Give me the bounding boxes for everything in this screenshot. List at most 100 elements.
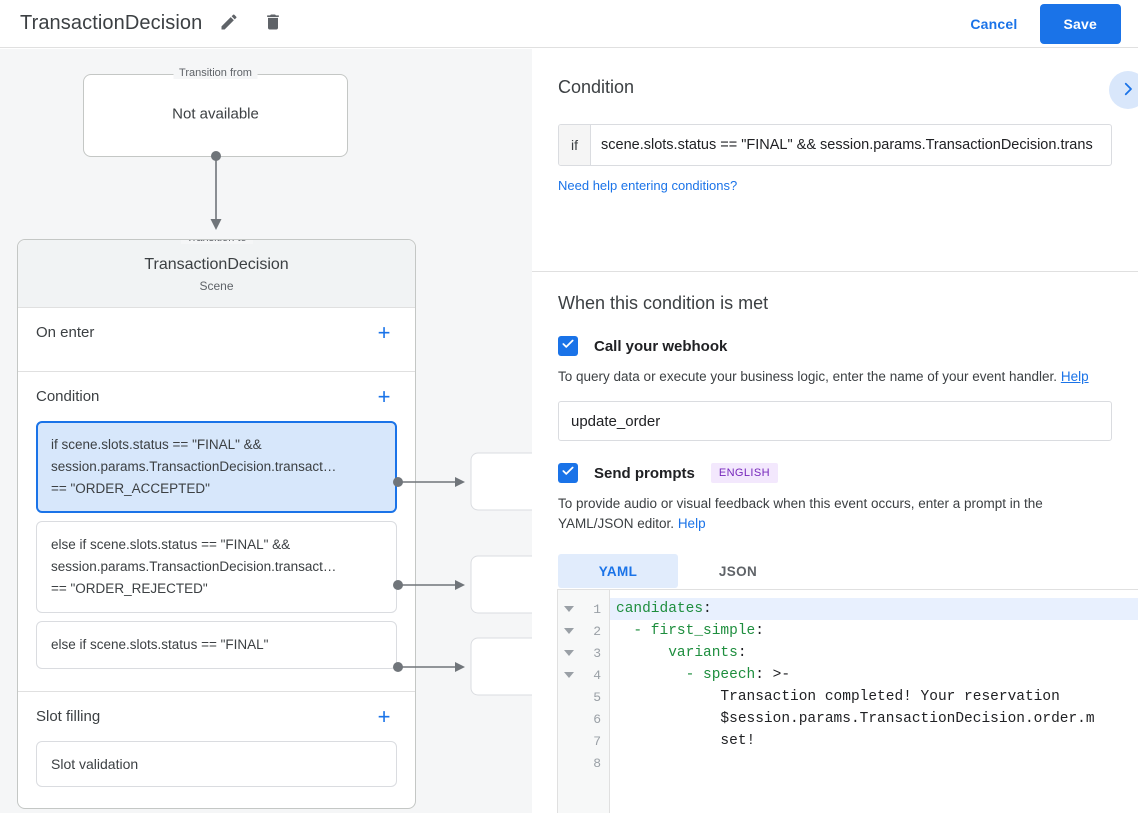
pencil-icon [219, 12, 239, 35]
yaml-text: $session.params.TransactionDecision.orde… [616, 711, 1095, 727]
transition-from-box[interactable]: Transition from Not available [83, 67, 348, 157]
code-line-5[interactable]: Transaction completed! Your reservation [610, 686, 1138, 708]
code-line-3[interactable]: variants: [610, 642, 1138, 664]
transition-from-value: Not available [172, 105, 259, 123]
code-line-4[interactable]: - speech: >- [610, 664, 1138, 686]
yaml-text: Transaction completed! Your reservation [616, 689, 1060, 705]
yaml-key: - speech [616, 667, 756, 683]
panel-divider [532, 271, 1138, 272]
gutter-line-6: 6 [558, 708, 609, 730]
editor-format-tabs: YAML JSON [558, 554, 1112, 588]
condition-details-panel: Condition if Need help entering conditio… [532, 49, 1138, 813]
add-on-enter-button[interactable]: + [371, 320, 397, 346]
line-number: 1 [593, 601, 601, 617]
code-line-1[interactable]: candidates: [610, 598, 1138, 620]
section-slot-filling: Slot filling + Slot validation [18, 691, 415, 801]
code-line-2[interactable]: - first_simple: [610, 620, 1138, 642]
scene-header[interactable]: TransactionDecision Scene [18, 240, 415, 307]
when-condition-met-heading: When this condition is met [558, 293, 769, 313]
language-badge: ENGLISH [710, 463, 778, 483]
call-webhook-checkbox[interactable] [558, 336, 578, 356]
section-header-slot-filling: Slot filling + [36, 692, 397, 741]
editor-code-area[interactable]: candidates: - first_simple: variants: - … [610, 590, 1138, 813]
section-header-condition: Condition + [36, 372, 397, 421]
webhook-helper-text: To query data or execute your business l… [558, 367, 1112, 387]
call-webhook-row[interactable]: Call your webhook [558, 336, 1112, 356]
fold-caret-icon[interactable] [564, 628, 574, 634]
fold-caret-icon[interactable] [564, 672, 574, 678]
fold-caret-icon[interactable] [564, 606, 574, 612]
editor-gutter: 1 2 3 4 5 6 7 8 [558, 590, 610, 813]
condition-card-2[interactable]: else if scene.slots.status == "FINAL" &&… [36, 521, 397, 613]
condition-input-row[interactable]: if [558, 124, 1112, 166]
section-title-condition: Condition [36, 388, 100, 405]
slot-validation-card[interactable]: Slot validation [36, 741, 397, 787]
send-prompts-checkbox[interactable] [558, 463, 578, 483]
transition-connector-arrow [210, 151, 222, 230]
gutter-line-5: 5 [558, 686, 609, 708]
condition-heading: Condition [558, 77, 635, 97]
tab-json[interactable]: JSON [678, 554, 798, 588]
trash-icon [263, 12, 283, 35]
code-line-6[interactable]: $session.params.TransactionDecision.orde… [610, 708, 1138, 730]
transition-to-legend: Transition to [180, 240, 253, 244]
yaml-punct: : [737, 645, 747, 661]
webhook-help-link[interactable]: Help [1060, 369, 1089, 384]
transition-from-legend: Transition from [173, 67, 258, 79]
gutter-line-7: 7 [558, 730, 609, 752]
top-app-bar: TransactionDecision Cancel Save [0, 0, 1138, 48]
check-icon [561, 464, 575, 483]
section-header-on-enter: On enter + [36, 308, 397, 357]
save-button[interactable]: Save [1039, 3, 1121, 44]
section-title-slot-filling: Slot filling [36, 708, 101, 725]
line-number: 5 [593, 689, 601, 705]
condition-if-label: if [559, 125, 591, 165]
panel-collapse-button[interactable] [1109, 71, 1138, 109]
section-title-on-enter: On enter [36, 324, 95, 341]
yaml-text: set! [616, 733, 756, 749]
yaml-key: variants [616, 645, 738, 661]
prompts-helper-sentence: To provide audio or visual feedback when… [558, 496, 1043, 531]
prompts-helper-text: To provide audio or visual feedback when… [558, 494, 1112, 534]
check-icon [561, 337, 575, 356]
send-prompts-row[interactable]: Send prompts ENGLISH [558, 463, 1112, 483]
code-line-8[interactable] [610, 752, 1138, 774]
condition-help-link[interactable]: Need help entering conditions? [558, 178, 738, 193]
tab-yaml[interactable]: YAML [558, 554, 678, 588]
transition-to-box[interactable]: Transition to TransactionDecision Scene … [17, 239, 416, 809]
add-slot-filling-button[interactable]: + [371, 704, 397, 730]
prompts-help-link[interactable]: Help [677, 516, 706, 531]
scene-kind: Scene [199, 279, 234, 293]
line-number: 6 [593, 711, 601, 727]
add-condition-button[interactable]: + [371, 384, 397, 410]
code-line-7[interactable]: set! [610, 730, 1138, 752]
delete-button[interactable] [256, 7, 290, 41]
yaml-punct: : [703, 601, 712, 617]
line-number: 3 [593, 645, 601, 661]
page-title: TransactionDecision [20, 12, 203, 34]
condition-card-1[interactable]: if scene.slots.status == "FINAL" && sess… [36, 421, 397, 513]
webhook-handler-input[interactable] [558, 401, 1112, 441]
when-condition-met-section: When this condition is met Call your web… [532, 271, 1138, 588]
yaml-key: candidates [616, 601, 704, 617]
condition-card-3[interactable]: else if scene.slots.status == "FINAL" [36, 621, 397, 669]
line-number: 8 [593, 755, 601, 771]
yaml-code-editor[interactable]: 1 2 3 4 5 6 7 8 candidates: - first_simple: var… [557, 589, 1138, 813]
yaml-punct: : >- [755, 667, 791, 683]
scene-graph-canvas[interactable]: Transition from Not available Transition… [0, 49, 532, 813]
cancel-button[interactable]: Cancel [958, 7, 1029, 41]
gutter-line-3: 3 [558, 642, 609, 664]
chevron-right-icon [1119, 80, 1137, 101]
condition-expression-input[interactable] [591, 125, 1111, 165]
yaml-key: - first_simple [616, 623, 756, 639]
line-number: 2 [593, 623, 601, 639]
condition-section: Condition if Need help entering conditio… [532, 49, 1138, 195]
send-prompts-label: Send prompts [594, 464, 695, 482]
line-number: 7 [593, 733, 601, 749]
fold-caret-icon[interactable] [564, 650, 574, 656]
edit-name-button[interactable] [212, 7, 246, 41]
gutter-line-8: 8 [558, 752, 609, 774]
webhook-helper-sentence: To query data or execute your business l… [558, 369, 1058, 384]
line-number: 4 [593, 667, 601, 683]
yaml-punct: : [755, 623, 764, 639]
